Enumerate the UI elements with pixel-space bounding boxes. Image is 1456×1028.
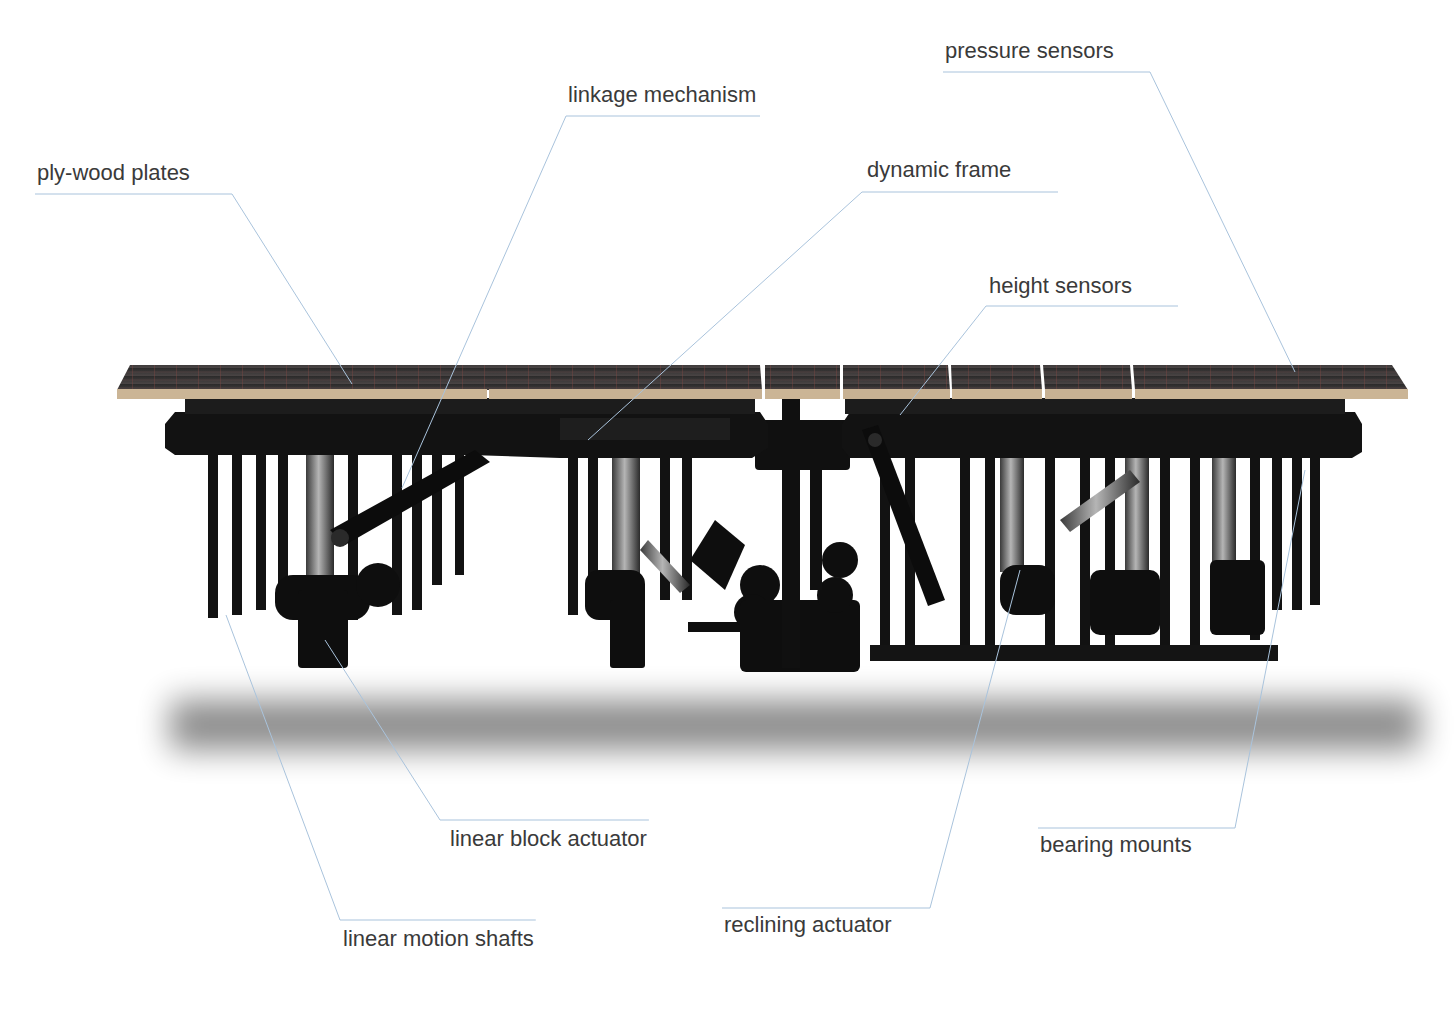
linkage-mechanism: [330, 425, 945, 606]
bottom-rail: [870, 645, 1278, 661]
plywood-plates: [117, 365, 1408, 399]
leader-line: [1038, 470, 1305, 828]
part-label: linear motion shafts: [343, 926, 534, 952]
leader-line: [900, 306, 1178, 415]
part-label: reclining actuator: [724, 912, 892, 938]
part-label: height sensors: [989, 273, 1132, 299]
part-label: bearing mounts: [1040, 832, 1192, 858]
part-label: linear block actuator: [450, 826, 647, 852]
dynamic-frame: [165, 398, 1362, 458]
leader-line: [402, 116, 760, 488]
floor-shadow: [170, 700, 1420, 750]
leader-line: [943, 72, 1295, 372]
leader-line: [325, 640, 649, 820]
leader-line: [226, 615, 536, 920]
part-label: pressure sensors: [945, 38, 1114, 64]
leader-line: [722, 570, 1020, 908]
part-label: ply-wood plates: [37, 160, 190, 186]
center-column: [755, 398, 850, 668]
part-label: dynamic frame: [867, 157, 1011, 183]
leader-line: [35, 194, 352, 384]
leader-line: [588, 192, 1058, 440]
part-label: linkage mechanism: [568, 82, 756, 108]
